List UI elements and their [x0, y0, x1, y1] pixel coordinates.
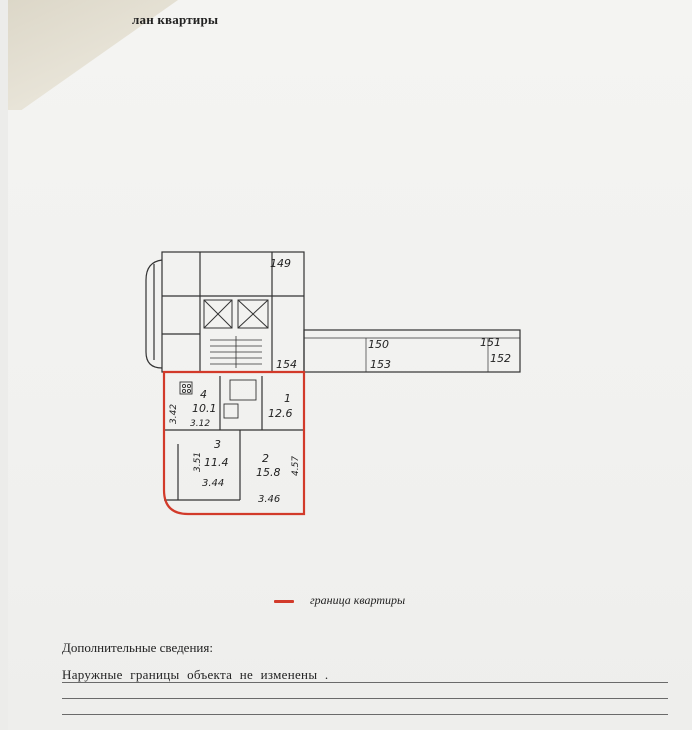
room-1-area: 12.6 [268, 407, 293, 420]
label-151: 151 [480, 336, 501, 349]
legend-label: граница квартиры [310, 593, 406, 607]
form-rule [62, 714, 668, 715]
elevator-shafts [203, 299, 269, 329]
document-page [8, 0, 692, 730]
dim-3-46: 3.46 [258, 494, 280, 505]
building-walls [145, 251, 521, 501]
legend-swatch [274, 600, 294, 603]
label-154: 154 [276, 358, 297, 371]
label-150: 150 [368, 338, 389, 351]
label-153: 153 [370, 358, 391, 371]
additional-info-heading: Дополнительные сведения: [62, 640, 213, 655]
room-2-number: 2 [262, 452, 269, 465]
dim-4-57: 4.57 [291, 456, 301, 476]
dim-3-12: 3.12 [190, 419, 210, 429]
dim-3-42: 3.42 [169, 404, 179, 424]
room-2-area: 15.8 [256, 466, 281, 479]
label-149: 149 [270, 257, 291, 270]
stove-icon [179, 381, 193, 395]
dim-3-44: 3.44 [202, 478, 224, 489]
room-3-number: 3 [214, 438, 221, 451]
room-1-number: 1 [284, 392, 291, 405]
additional-info-text: Наружные границы объекта не изменены . [62, 667, 329, 682]
room-4-area: 10.1 [192, 402, 217, 415]
form-rule [62, 682, 668, 683]
apartment-boundary [162, 370, 306, 516]
dim-3-51: 3.51 [193, 452, 203, 472]
room-3-area: 11.4 [204, 456, 229, 469]
label-152: 152 [490, 352, 511, 365]
room-4-number: 4 [200, 388, 207, 401]
plan-title: лан квартиры [132, 12, 219, 27]
staircase [210, 336, 262, 368]
form-rule [62, 698, 668, 699]
